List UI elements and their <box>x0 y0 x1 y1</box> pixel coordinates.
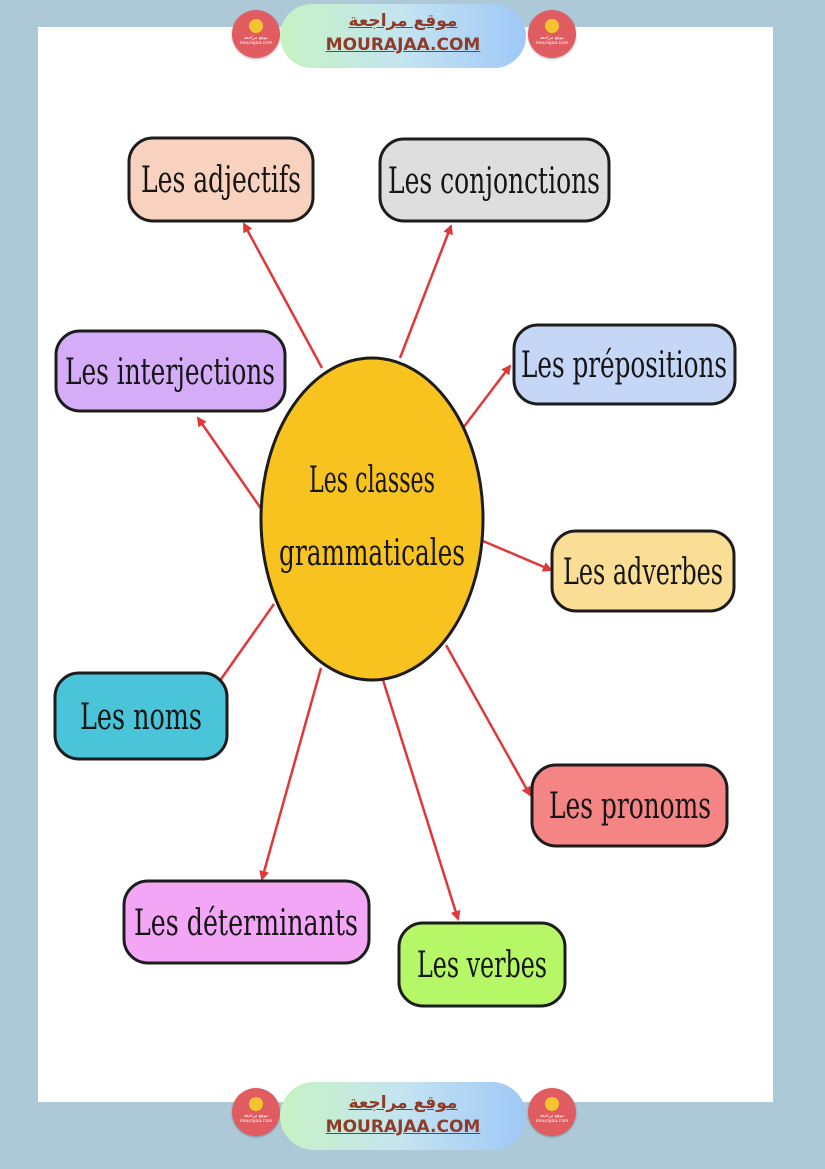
center-node: Les classes grammaticales <box>259 356 485 682</box>
node-interjections: Les interjections <box>54 329 287 413</box>
node-adjectifs: Les adjectifs <box>127 136 315 223</box>
arrow-to-pronoms <box>444 644 532 797</box>
watermark-banner-bottom[interactable]: موقع مراجعة mourajaa.com موقع مراجعة MOU… <box>232 1082 578 1150</box>
arrow-to-conjonctions <box>398 224 453 359</box>
site-logo-icon: موقع مراجعة mourajaa.com <box>528 1088 576 1136</box>
watermark-banner-top[interactable]: موقع مراجعة mourajaa.com موقع مراجعة MOU… <box>232 4 578 68</box>
watermark-arabic-text: موقع مراجعة <box>348 11 458 31</box>
node-noms: Les noms <box>53 671 229 761</box>
arrow-to-verbes <box>381 679 461 921</box>
node-label: Les conjonctions <box>388 161 600 202</box>
node-determinants: Les déterminants <box>122 879 371 965</box>
site-logo-icon: موقع مراجعة mourajaa.com <box>528 10 576 58</box>
node-pronoms: Les pronoms <box>530 763 729 848</box>
arrow-to-adverbes <box>482 539 553 572</box>
center-title-line2: grammaticales <box>279 533 465 574</box>
site-logo-icon: موقع مراجعة mourajaa.com <box>232 1088 280 1136</box>
node-label: Les verbes <box>417 945 547 986</box>
watermark-site-link[interactable]: MOURAJAA.COM <box>325 1117 481 1137</box>
node-conjonctions: Les conjonctions <box>378 137 611 223</box>
node-label: Les noms <box>80 697 202 738</box>
node-adverbes: Les adverbes <box>550 529 736 613</box>
node-label: Les interjections <box>65 352 275 393</box>
arrow-to-adjectifs <box>242 222 324 369</box>
arrow-to-determinants <box>259 667 323 881</box>
watermark-site-link[interactable]: MOURAJAA.COM <box>325 35 481 55</box>
node-label: Les prépositions <box>521 345 727 386</box>
arrow-to-interjections <box>196 416 264 511</box>
node-label: Les adverbes <box>563 552 723 593</box>
node-label: Les pronoms <box>549 786 711 827</box>
node-verbes: Les verbes <box>397 921 567 1008</box>
arrows <box>196 222 553 921</box>
arrow-to-prepositions <box>462 364 512 429</box>
site-logo-icon: موقع مراجعة mourajaa.com <box>232 10 280 58</box>
center-title-line1: Les classes <box>309 460 435 501</box>
watermark-pill[interactable]: موقع مراجعة MOURAJAA.COM <box>280 1082 526 1150</box>
node-prepositions: Les prépositions <box>512 323 737 406</box>
node-label: Les adjectifs <box>141 160 301 201</box>
arrow-to-noms <box>217 603 276 683</box>
node-label: Les déterminants <box>134 903 358 944</box>
watermark-pill[interactable]: موقع مراجعة MOURAJAA.COM <box>280 4 526 68</box>
watermark-arabic-text: موقع مراجعة <box>348 1093 458 1113</box>
